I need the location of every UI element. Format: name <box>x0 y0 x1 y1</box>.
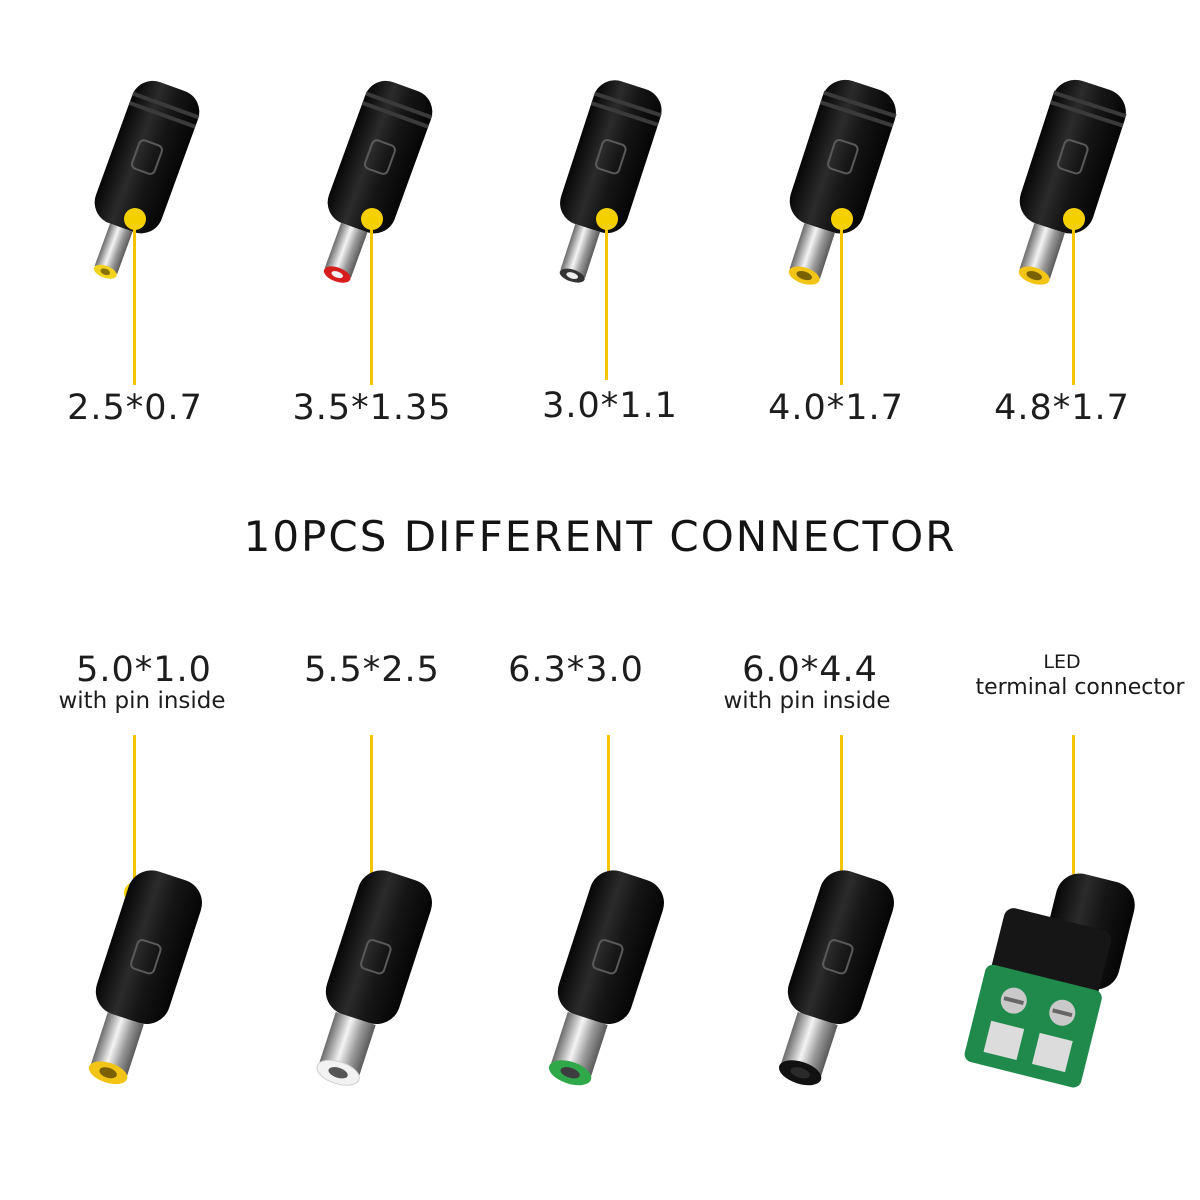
dc-plug-image <box>559 80 662 283</box>
size-label: 3.0*1.1 <box>542 386 678 426</box>
connector-2-5x0-7 <box>65 80 205 300</box>
note-label: with pin inside <box>58 688 226 714</box>
connector-4-8x1-7 <box>992 79 1132 300</box>
leader-line <box>133 220 136 385</box>
connector-4-0x1-7 <box>762 79 902 300</box>
leader-line <box>370 220 373 385</box>
terminal-connector-label: terminal connector <box>975 675 1185 700</box>
connector-5-0x1-0 <box>60 870 210 1110</box>
connector-led-terminal <box>964 860 1145 1100</box>
connector-6-3x3-0 <box>522 870 672 1110</box>
leader-line <box>840 220 843 385</box>
size-label: 2.5*0.7 <box>67 388 203 428</box>
page-title: 10PCS DIFFERENT CONNECTOR <box>243 512 957 561</box>
dc-plug-image <box>88 870 202 1085</box>
dc-plug-image <box>93 80 200 279</box>
marker-dot <box>361 208 383 230</box>
connector-3-5x1-35 <box>298 80 438 300</box>
connector-5-5x2-5 <box>290 870 440 1110</box>
size-label: 3.5*1.35 <box>292 388 452 428</box>
dc-plug-image <box>778 870 894 1086</box>
size-label: 6.3*3.0 <box>508 650 644 690</box>
size-label: 6.0*4.4 <box>742 650 878 690</box>
dc-plug-image <box>788 79 897 285</box>
marker-dot <box>831 208 853 230</box>
marker-dot <box>596 208 618 230</box>
dc-plug-image <box>316 870 432 1086</box>
marker-dot <box>124 208 146 230</box>
leader-line <box>133 735 136 890</box>
size-label: 5.5*2.5 <box>304 650 440 690</box>
leader-line <box>607 735 610 890</box>
connector-3-0x1-1 <box>530 80 670 300</box>
leader-line <box>1072 735 1075 890</box>
leader-line <box>605 220 608 380</box>
note-label: with pin inside <box>723 688 891 714</box>
size-label: 4.0*1.7 <box>768 388 904 428</box>
dc-plug-image <box>323 80 433 283</box>
terminal-block-image <box>964 873 1135 1088</box>
size-label: 4.8*1.7 <box>994 388 1130 428</box>
dc-plug-image <box>1018 79 1127 285</box>
size-label: 5.0*1.0 <box>76 650 212 690</box>
leader-line <box>370 735 373 890</box>
leader-line <box>1072 220 1075 385</box>
leader-line <box>840 735 843 890</box>
dc-plug-image <box>548 870 664 1086</box>
connector-6-0x4-4 <box>752 870 902 1110</box>
marker-dot <box>1063 208 1085 230</box>
led-label: LED <box>1043 651 1081 673</box>
